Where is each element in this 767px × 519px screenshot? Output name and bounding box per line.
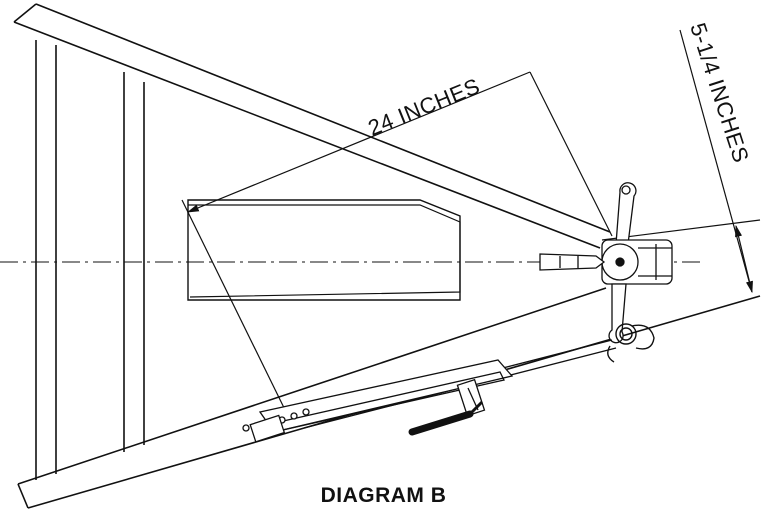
dimension-label-5-1-4-inches: 5-1/4 INCHES [685,20,754,166]
dimension-label-24-inches: 24 INCHES [365,73,484,140]
diagram-caption: DIAGRAM B [320,484,447,507]
tongue-plate-edges [188,204,461,298]
dimension-24-inches [181,71,613,421]
safety-chain-ring [607,323,655,363]
tongue-plate-outline [187,199,461,301]
jack-assembly [242,359,514,443]
jack-handle [408,400,484,436]
coupler-assembly [539,182,673,344]
